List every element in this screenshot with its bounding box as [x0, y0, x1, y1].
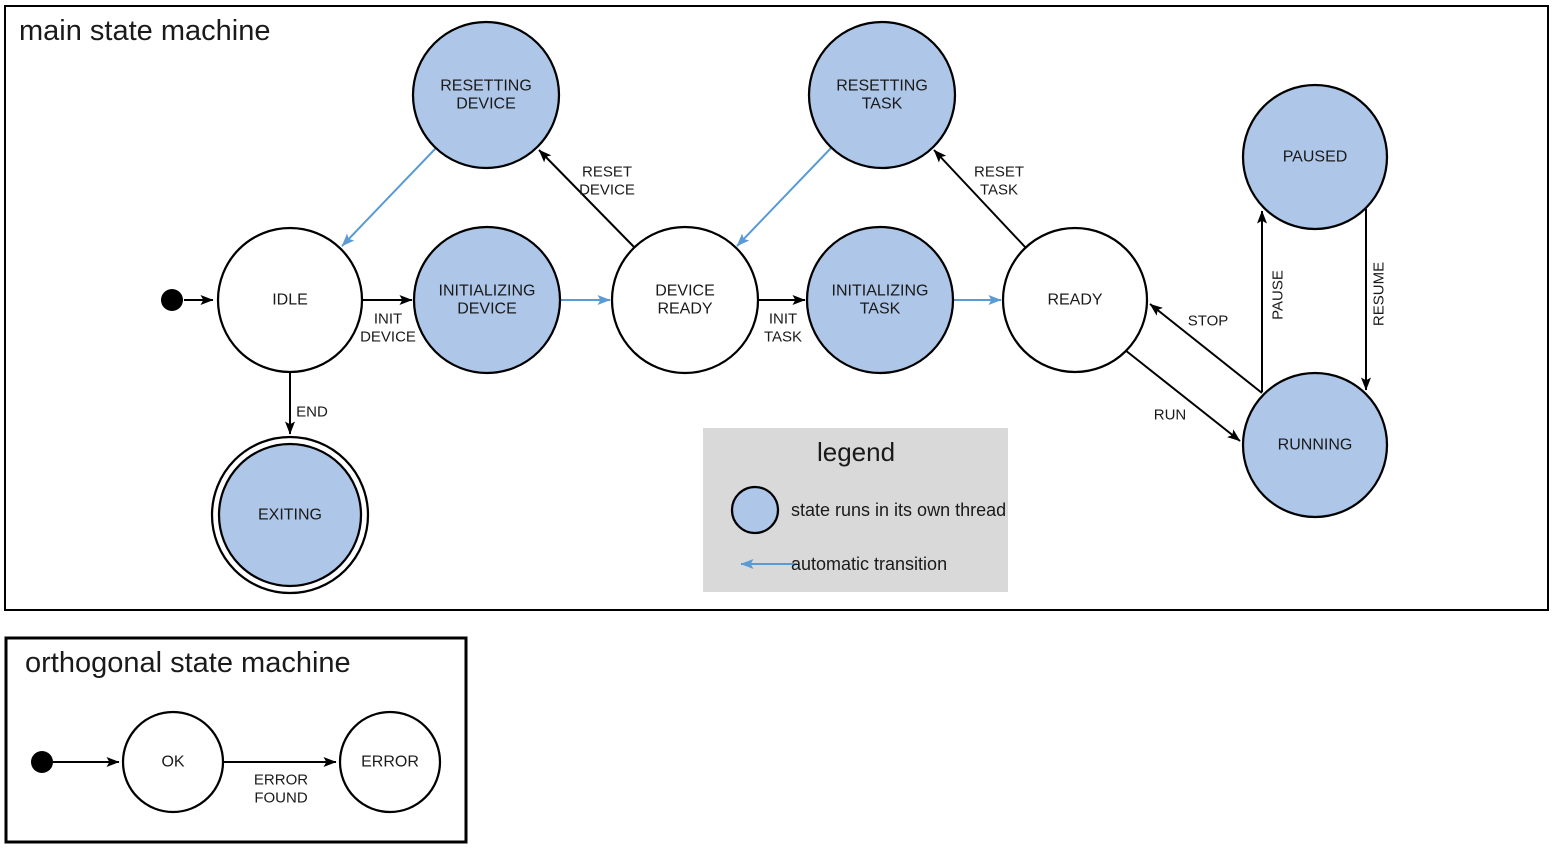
state-running-circle — [1241, 371, 1389, 519]
transition-ready-to-running — [1124, 349, 1241, 442]
state-running: RUNNING — [1241, 371, 1389, 519]
state-ready-label: READY — [1047, 292, 1102, 309]
state-exiting-label: EXITING — [258, 507, 322, 524]
svg-text:ERROR: ERROR — [254, 772, 308, 789]
state-resetting-device-label-line2: DEVICE — [456, 96, 516, 113]
state-resetting-device: RESETTING DEVICE — [411, 20, 561, 170]
state-paused-circle — [1241, 83, 1389, 231]
svg-text:DEVICE: DEVICE — [360, 329, 416, 346]
state-ready: READY — [1001, 226, 1149, 374]
state-error-label: ERROR — [361, 754, 419, 771]
transition-label-error-found: ERROR FOUND — [254, 772, 308, 807]
state-exiting-final: EXITING — [210, 435, 370, 595]
legend: legend state runs in its own thread auto… — [703, 428, 1008, 592]
svg-text:INIT: INIT — [769, 311, 797, 328]
transition-label-init-task: INIT TASK — [764, 311, 802, 346]
state-idle-circle — [216, 226, 364, 374]
state-ready-circle — [1001, 226, 1149, 374]
legend-threaded-state-icon — [730, 485, 780, 535]
state-initializing-task: INITIALIZING TASK — [805, 225, 955, 375]
state-resetting-task-label-line1: RESETTING — [836, 78, 928, 95]
state-paused-label: PAUSED — [1283, 149, 1348, 166]
orthogonal-initial-state-dot — [31, 751, 53, 773]
svg-text:TASK: TASK — [764, 329, 802, 346]
transition-label-init-device: INIT DEVICE — [360, 311, 416, 346]
svg-text:INIT: INIT — [374, 311, 402, 328]
state-initializing-task-circle — [805, 225, 955, 375]
state-ok-circle — [121, 710, 225, 814]
state-idle-label: IDLE — [272, 292, 308, 309]
state-ok-label: OK — [161, 754, 184, 771]
transition-label-reset-task: RESET TASK — [974, 164, 1024, 199]
state-error: ERROR — [338, 710, 442, 814]
state-error-circle — [338, 710, 442, 814]
state-device-ready-label-line2: READY — [657, 301, 712, 318]
state-device-ready-label-line1: DEVICE — [655, 283, 715, 300]
main-machine-frame — [4, 5, 1549, 611]
state-paused: PAUSED — [1241, 83, 1389, 231]
transition-label-pause: PAUSE — [1270, 270, 1287, 320]
svg-text:DEVICE: DEVICE — [579, 182, 635, 199]
main-state-machine: main state machine INIT DEVICE RESET DEV… — [4, 5, 1549, 611]
state-device-ready-circle — [610, 225, 760, 375]
legend-auto-transition-label: automatic transition — [791, 554, 947, 574]
transition-ready-to-resetting-task — [933, 149, 1027, 249]
orthogonal-machine-frame — [4, 636, 468, 844]
state-exiting-inner-circle — [217, 442, 363, 588]
auto-transition-resetting-task-to-device-ready — [736, 147, 832, 247]
transition-label-stop: STOP — [1188, 313, 1229, 330]
svg-text:RESET: RESET — [582, 164, 632, 181]
state-device-ready: DEVICE READY — [610, 225, 760, 375]
state-ok: OK — [121, 710, 225, 814]
svg-text:TASK: TASK — [980, 182, 1018, 199]
state-initializing-device-label-line1: INITIALIZING — [439, 283, 536, 300]
state-resetting-device-label-line1: RESETTING — [440, 78, 532, 95]
state-idle: IDLE — [216, 226, 364, 374]
state-running-label: RUNNING — [1278, 437, 1353, 454]
transition-label-resume: RESUME — [1371, 262, 1388, 326]
state-initializing-device-circle — [412, 225, 562, 375]
state-initializing-task-label-line1: INITIALIZING — [832, 283, 929, 300]
legend-title: legend — [817, 437, 895, 467]
transition-device-ready-to-resetting-device — [538, 149, 636, 249]
transition-label-end: END — [296, 404, 328, 421]
main-machine-title: main state machine — [19, 15, 270, 47]
auto-transition-resetting-device-to-idle — [341, 147, 437, 247]
state-initializing-task-label-line2: TASK — [860, 301, 901, 318]
orthogonal-state-machine: orthogonal state machine ERROR FOUND OK … — [4, 636, 468, 844]
orthogonal-machine-title: orthogonal state machine — [25, 647, 351, 679]
initial-state-dot — [161, 289, 183, 311]
state-initializing-device: INITIALIZING DEVICE — [412, 225, 562, 375]
state-resetting-task: RESETTING TASK — [807, 20, 957, 170]
svg-text:FOUND: FOUND — [254, 790, 307, 807]
state-resetting-task-label-line2: TASK — [862, 96, 903, 113]
state-resetting-task-circle — [807, 20, 957, 170]
transition-label-reset-device: RESET DEVICE — [579, 164, 635, 199]
svg-text:RESET: RESET — [974, 164, 1024, 181]
state-resetting-device-circle — [411, 20, 561, 170]
transition-label-run: RUN — [1154, 407, 1187, 424]
transition-running-to-ready — [1149, 303, 1263, 394]
state-initializing-device-label-line2: DEVICE — [457, 301, 517, 318]
legend-threaded-state-label: state runs in its own thread — [791, 500, 1006, 520]
